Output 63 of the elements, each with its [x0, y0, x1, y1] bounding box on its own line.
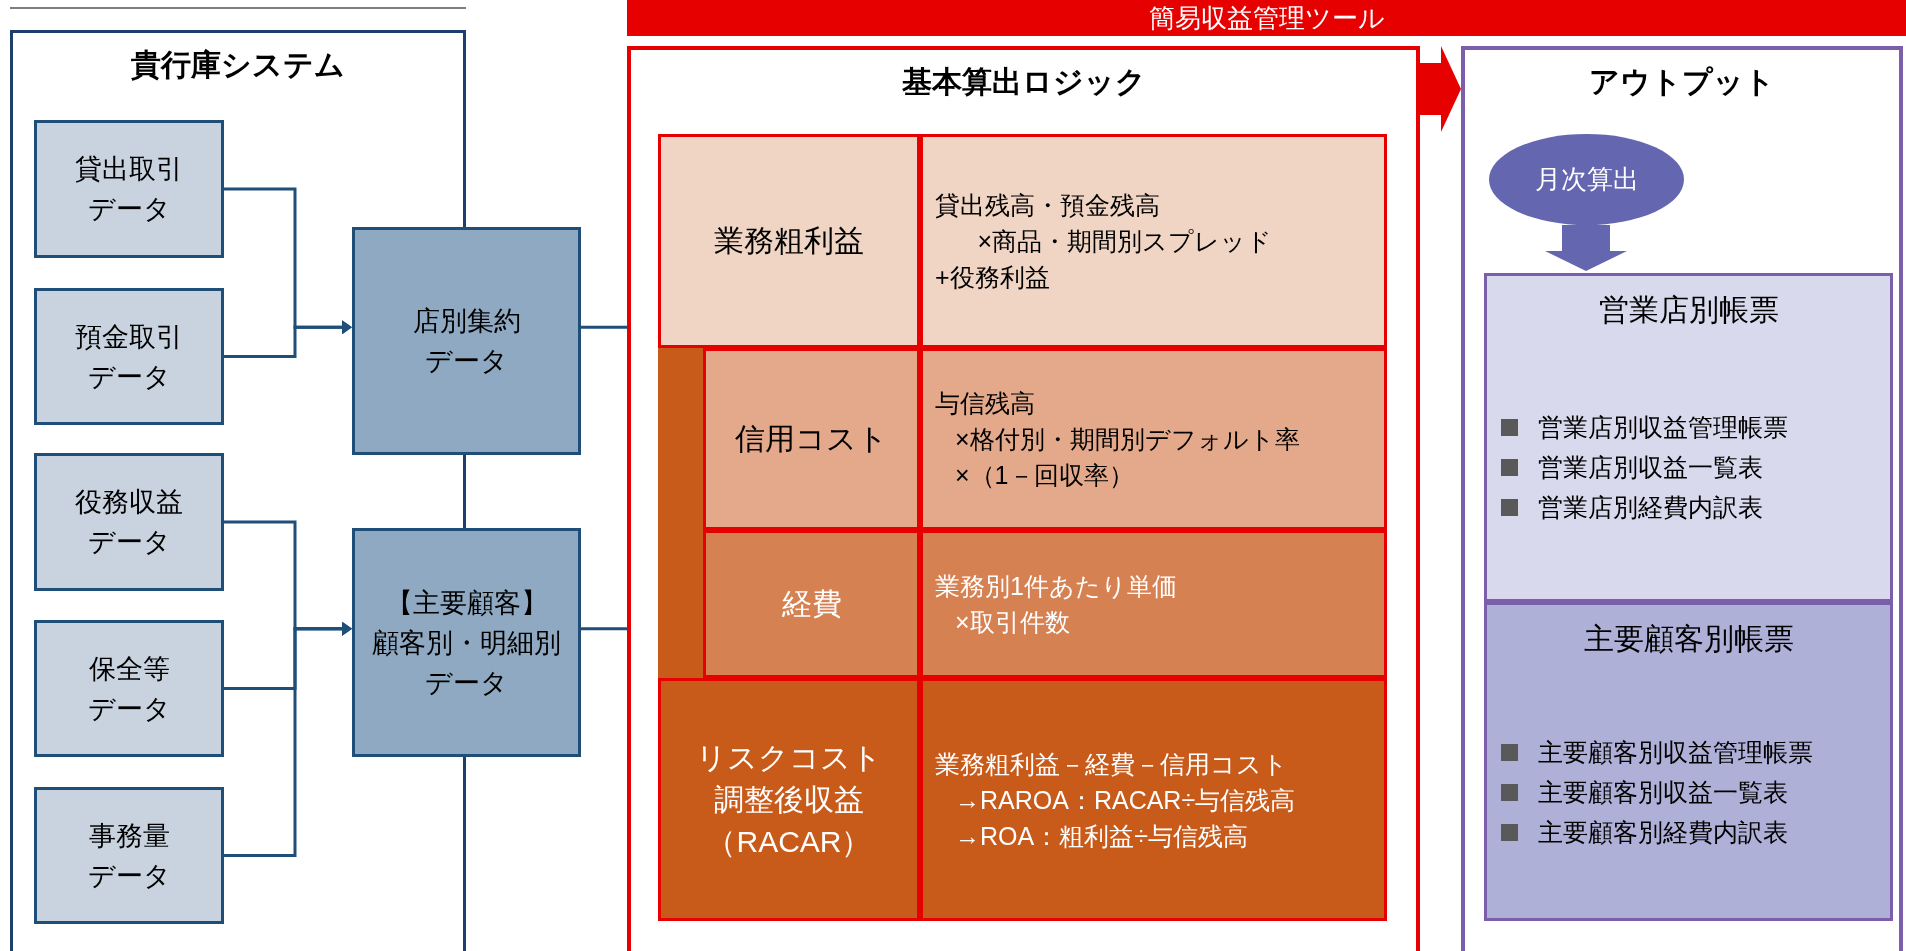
data-box: [352, 227, 581, 455]
panel-title: アウトプット: [1588, 64, 1776, 100]
list-item: 主要顧客別経費内訳表: [1538, 817, 1788, 849]
cell-label: 業務粗利益: [714, 223, 864, 259]
box-label: 事務量データ: [86, 819, 172, 893]
table-cell: [658, 678, 920, 921]
arrow: [224, 621, 352, 857]
report-box: [1484, 602, 1893, 921]
box-heading: 営業店別帳票: [1597, 292, 1780, 328]
list-item: 営業店別経費内訳表: [1538, 492, 1763, 524]
panel-title: 基本算出ロジック: [900, 64, 1147, 100]
column-band: [658, 348, 703, 678]
box-label: 顧客別・明細別データ: [371, 626, 562, 700]
list-item: 主要顧客別収益管理帳票: [1538, 737, 1813, 769]
formula-line: →RAROA：RACAR÷与信残高: [955, 784, 1296, 816]
table-cell: [920, 678, 1387, 921]
formula-line: ×格付別・期間別デフォルト率: [955, 424, 1300, 455]
block-arrow: [1545, 225, 1627, 271]
formula-line: ×取引件数: [955, 607, 1070, 638]
title-text: 簡易収益管理ツール: [1148, 3, 1385, 33]
data-box: [34, 620, 224, 757]
data-box: [352, 528, 581, 757]
list-item: 営業店別収益管理帳票: [1538, 412, 1788, 444]
cell-label: 経費: [781, 586, 842, 622]
box-label: 預金取引データ: [74, 320, 184, 394]
data-box: [34, 288, 224, 425]
cell-label: 信用コスト: [735, 421, 888, 457]
data-box: [34, 453, 224, 591]
box-label: 役務収益データ: [74, 486, 184, 559]
table-cell: [920, 348, 1387, 530]
panel: [627, 46, 1420, 951]
box-label: 保全等データ: [86, 652, 172, 726]
table-cell: [703, 348, 920, 530]
box-label: 店別集約データ: [411, 305, 522, 378]
connector-line: [581, 627, 627, 631]
ellipse-label: 月次算出: [1534, 163, 1639, 196]
table-cell: [920, 134, 1387, 348]
formula-line: →ROA：粗利益÷与信残高: [955, 820, 1248, 852]
formula-line: ×（1－回収率）: [955, 460, 1134, 491]
table-cell: [658, 134, 920, 348]
table-cell: [703, 530, 920, 678]
list-item: 主要顧客別収益一覧表: [1538, 777, 1788, 809]
report-box: [1484, 273, 1893, 602]
list-item: 営業店別収益一覧表: [1538, 452, 1763, 484]
box-label: 【主要顧客】: [384, 586, 549, 620]
panel-title: 貴行庫システム: [130, 47, 346, 83]
formula-line: ×商品・期間別スプレッド: [977, 226, 1273, 257]
block-arrow: [1420, 46, 1461, 132]
data-box: [34, 787, 224, 924]
table-cell: [920, 530, 1387, 678]
box-label: 貸出取引データ: [74, 153, 184, 226]
connector-line: [581, 325, 627, 329]
data-box: [34, 120, 224, 258]
cell-label: リスクコスト調整後収益（RACAR）: [695, 739, 883, 860]
formula-line: +役務利益: [935, 262, 1050, 293]
box-heading: 主要顧客別帳票: [1582, 621, 1795, 657]
formula-line: 与信残高: [935, 388, 1035, 419]
arrow: [224, 320, 352, 358]
formula-line: 貸出残高・預金残高: [935, 190, 1160, 221]
formula-line: 業務別1件あたり単価: [935, 571, 1177, 602]
process-ellipse: [1489, 134, 1684, 225]
panel: [1461, 46, 1903, 951]
formula-line: 業務粗利益－経費－信用コスト: [935, 748, 1288, 780]
